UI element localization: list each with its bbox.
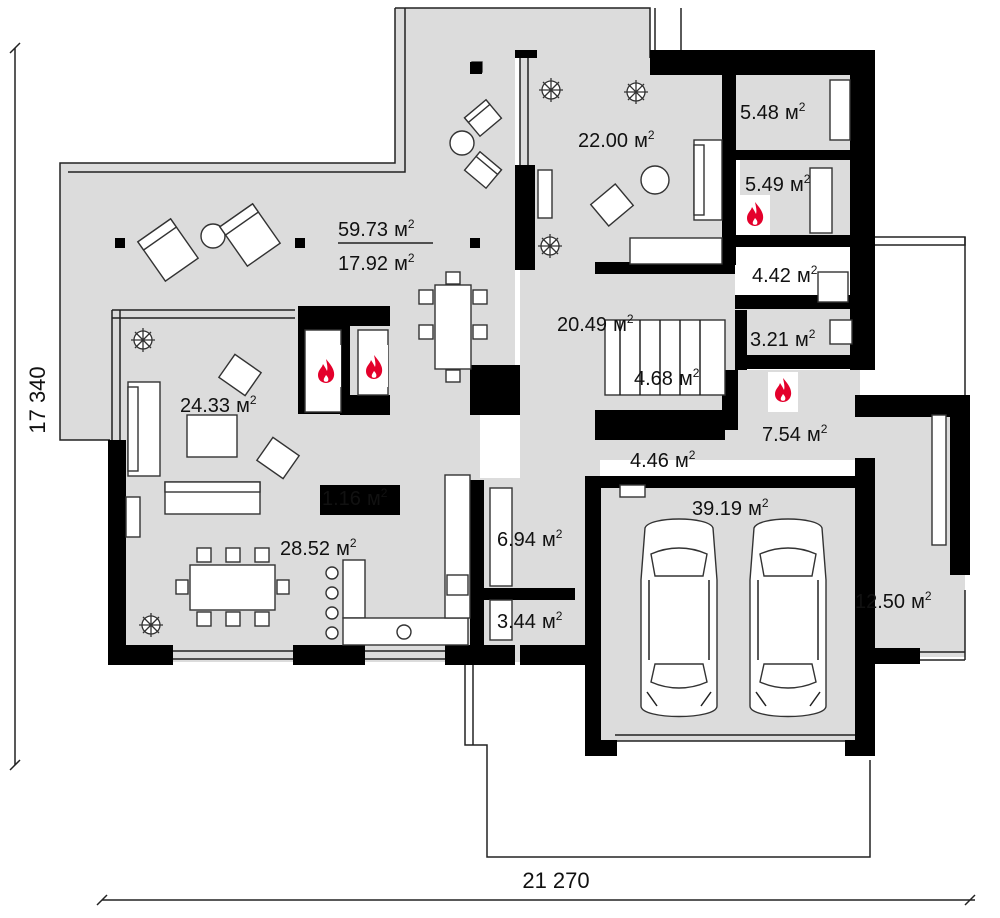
furniture — [115, 61, 947, 718]
room-area-unit: м — [634, 130, 648, 152]
room-area-unit: м — [797, 265, 811, 287]
room-area-unit-power: 2 — [799, 100, 806, 114]
room-area-unit: м — [785, 102, 799, 124]
room-area-unit: м — [807, 424, 821, 446]
room-area-unit-power: 2 — [556, 609, 563, 623]
room-area-unit-power: 2 — [627, 312, 634, 326]
plan-width-dimension: 21 270 — [522, 868, 589, 893]
windows — [111, 58, 965, 661]
room-area-unit: м — [679, 368, 693, 390]
room-area-unit: м — [367, 488, 381, 510]
room-area-unit-power: 2 — [811, 263, 818, 277]
terrace-area-unit: м — [394, 219, 408, 241]
terrace-area-unit-power: 2 — [408, 217, 415, 231]
room-area-unit-power: 2 — [809, 327, 816, 341]
room-area-unit-power: 2 — [556, 527, 563, 541]
room-area-unit-power: 2 — [925, 589, 932, 603]
room-area-unit: м — [542, 611, 556, 633]
room-area-unit-power: 2 — [250, 393, 257, 407]
room-area-unit: м — [542, 529, 556, 551]
thin-outlines — [59, 7, 966, 858]
room-area-unit-power: 2 — [381, 486, 388, 500]
room-area-unit: м — [336, 538, 350, 560]
room-area-unit: м — [613, 314, 627, 336]
room-area-unit: м — [236, 395, 250, 417]
room-area-unit-power: 2 — [648, 128, 655, 142]
room-area-unit: м — [748, 498, 762, 520]
room-area-unit-power: 2 — [804, 172, 811, 186]
room-area-unit-power: 2 — [693, 366, 700, 380]
terrace-sub-area-unit: м — [394, 253, 408, 275]
room-area-unit-power: 2 — [689, 448, 696, 462]
room-area-unit: м — [790, 174, 804, 196]
room-area-unit: м — [911, 591, 925, 613]
walls — [108, 50, 970, 756]
terrace-sub-area-unit-power: 2 — [408, 251, 415, 265]
dimension-lines — [9, 42, 976, 906]
room-area-unit-power: 2 — [762, 496, 769, 510]
room-area-unit-power: 2 — [821, 422, 828, 436]
fireplace-icons — [311, 195, 798, 412]
room-area-unit: м — [675, 450, 689, 472]
room-area-unit-power: 2 — [350, 536, 357, 550]
plan-height-dimension: 17 340 — [25, 366, 50, 433]
room-area-unit: м — [795, 329, 809, 351]
